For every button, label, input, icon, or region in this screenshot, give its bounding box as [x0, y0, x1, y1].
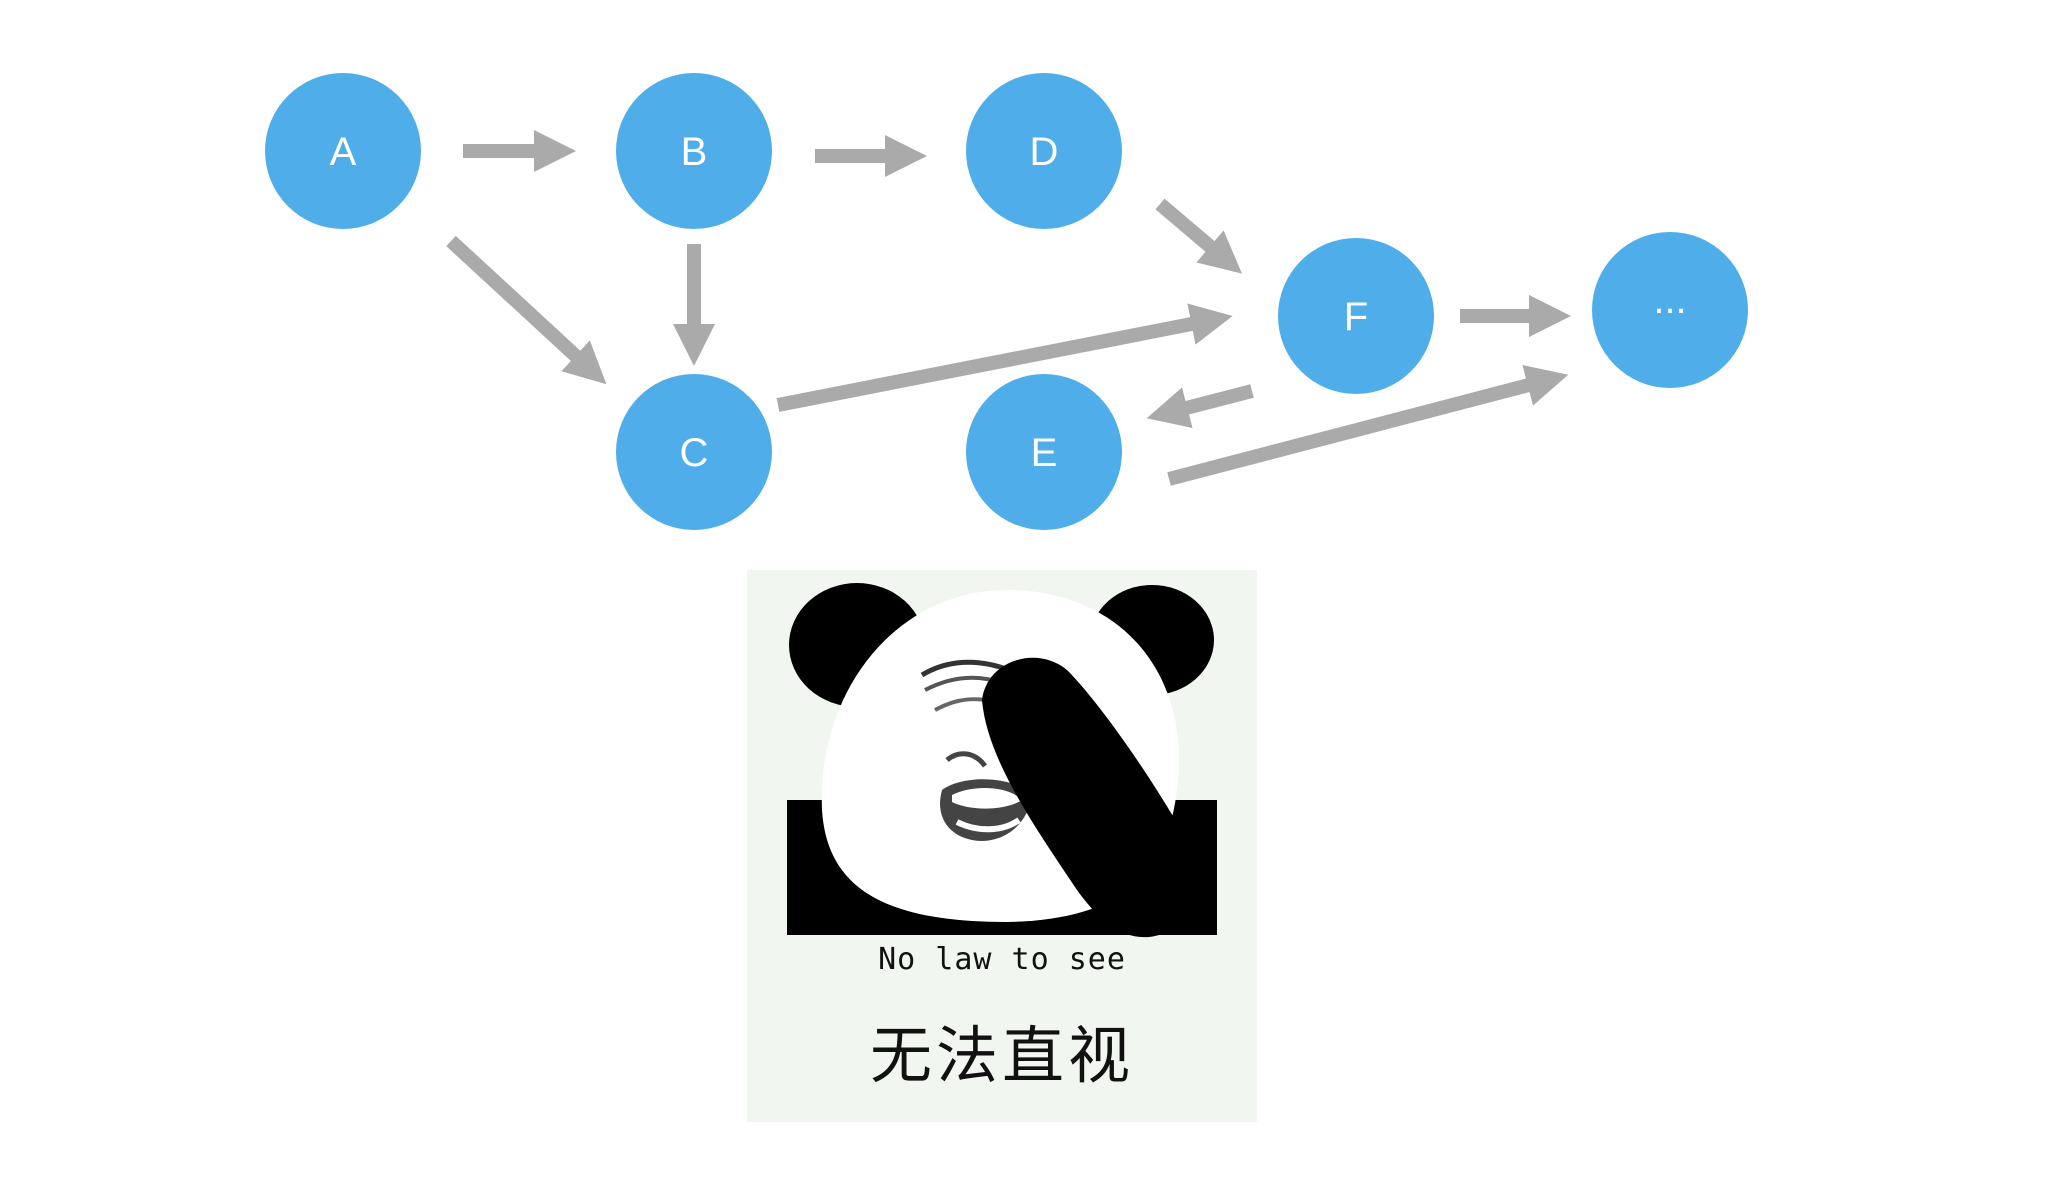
panda-meme-image: No law to see 无法直视 — [747, 570, 1257, 1122]
node-ellipsis: ... — [1592, 232, 1748, 388]
node-e: E — [966, 374, 1122, 530]
panda-face-illustration — [787, 583, 1217, 938]
edge-e-ellipsis — [1167, 364, 1569, 486]
meme-caption-english: No law to see — [878, 942, 1126, 977]
node-a-label: A — [330, 130, 357, 174]
meme-caption-chinese: 无法直视 — [869, 1019, 1134, 1092]
node-f-label: F — [1344, 295, 1368, 339]
node-b: B — [616, 73, 772, 229]
edge-c-f — [776, 303, 1233, 412]
node-c-label: C — [680, 431, 709, 475]
edge-f-e — [1146, 384, 1254, 429]
node-b-label: B — [681, 130, 708, 174]
node-d-label: D — [1030, 130, 1059, 174]
edge-a-c — [446, 235, 607, 385]
node-ellipsis-label: ... — [1653, 278, 1686, 322]
edge-d-f — [1155, 198, 1243, 274]
node-d: D — [966, 73, 1122, 229]
node-a: A — [265, 73, 421, 229]
node-f: F — [1278, 238, 1434, 394]
node-c: C — [616, 374, 772, 530]
graph-diagram: A B D C E F ... — [265, 73, 1748, 530]
node-e-label: E — [1031, 431, 1058, 475]
